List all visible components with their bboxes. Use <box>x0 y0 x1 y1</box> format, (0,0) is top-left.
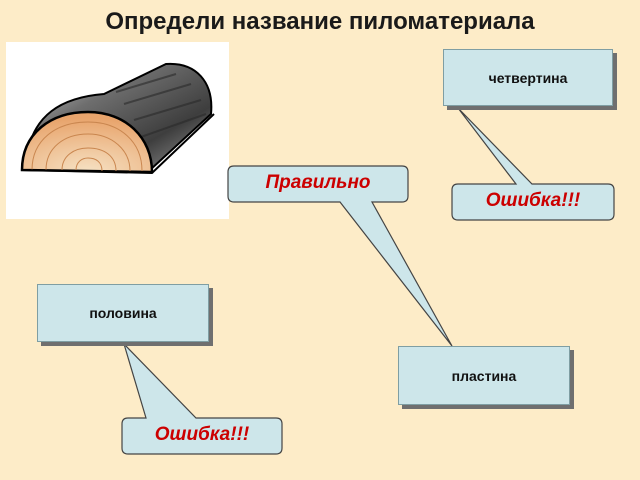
option-polovina-label: половина <box>89 305 157 321</box>
correct-callout-shape <box>227 165 453 347</box>
half-log-icon <box>20 62 215 175</box>
option-plastina-label: пластина <box>451 367 517 384</box>
half-log-image <box>6 42 229 219</box>
error-bottom-callout-shape <box>121 343 283 455</box>
error-top-feedback-text: Ошибка!!! <box>485 190 581 211</box>
option-polovina-button[interactable]: половина <box>37 284 209 342</box>
slide-title: Определи название пиломатериала <box>105 8 535 35</box>
error-bottom-feedback-text: Ошибка!!! <box>154 424 250 445</box>
option-chetvertina-button[interactable]: четвертина <box>443 49 613 106</box>
error-top-callout-shape <box>451 107 615 221</box>
correct-feedback-text: Правильно <box>265 172 371 193</box>
option-plastina-button[interactable]: пластина <box>398 346 570 405</box>
option-chetvertina-label: четвертина <box>488 69 568 86</box>
